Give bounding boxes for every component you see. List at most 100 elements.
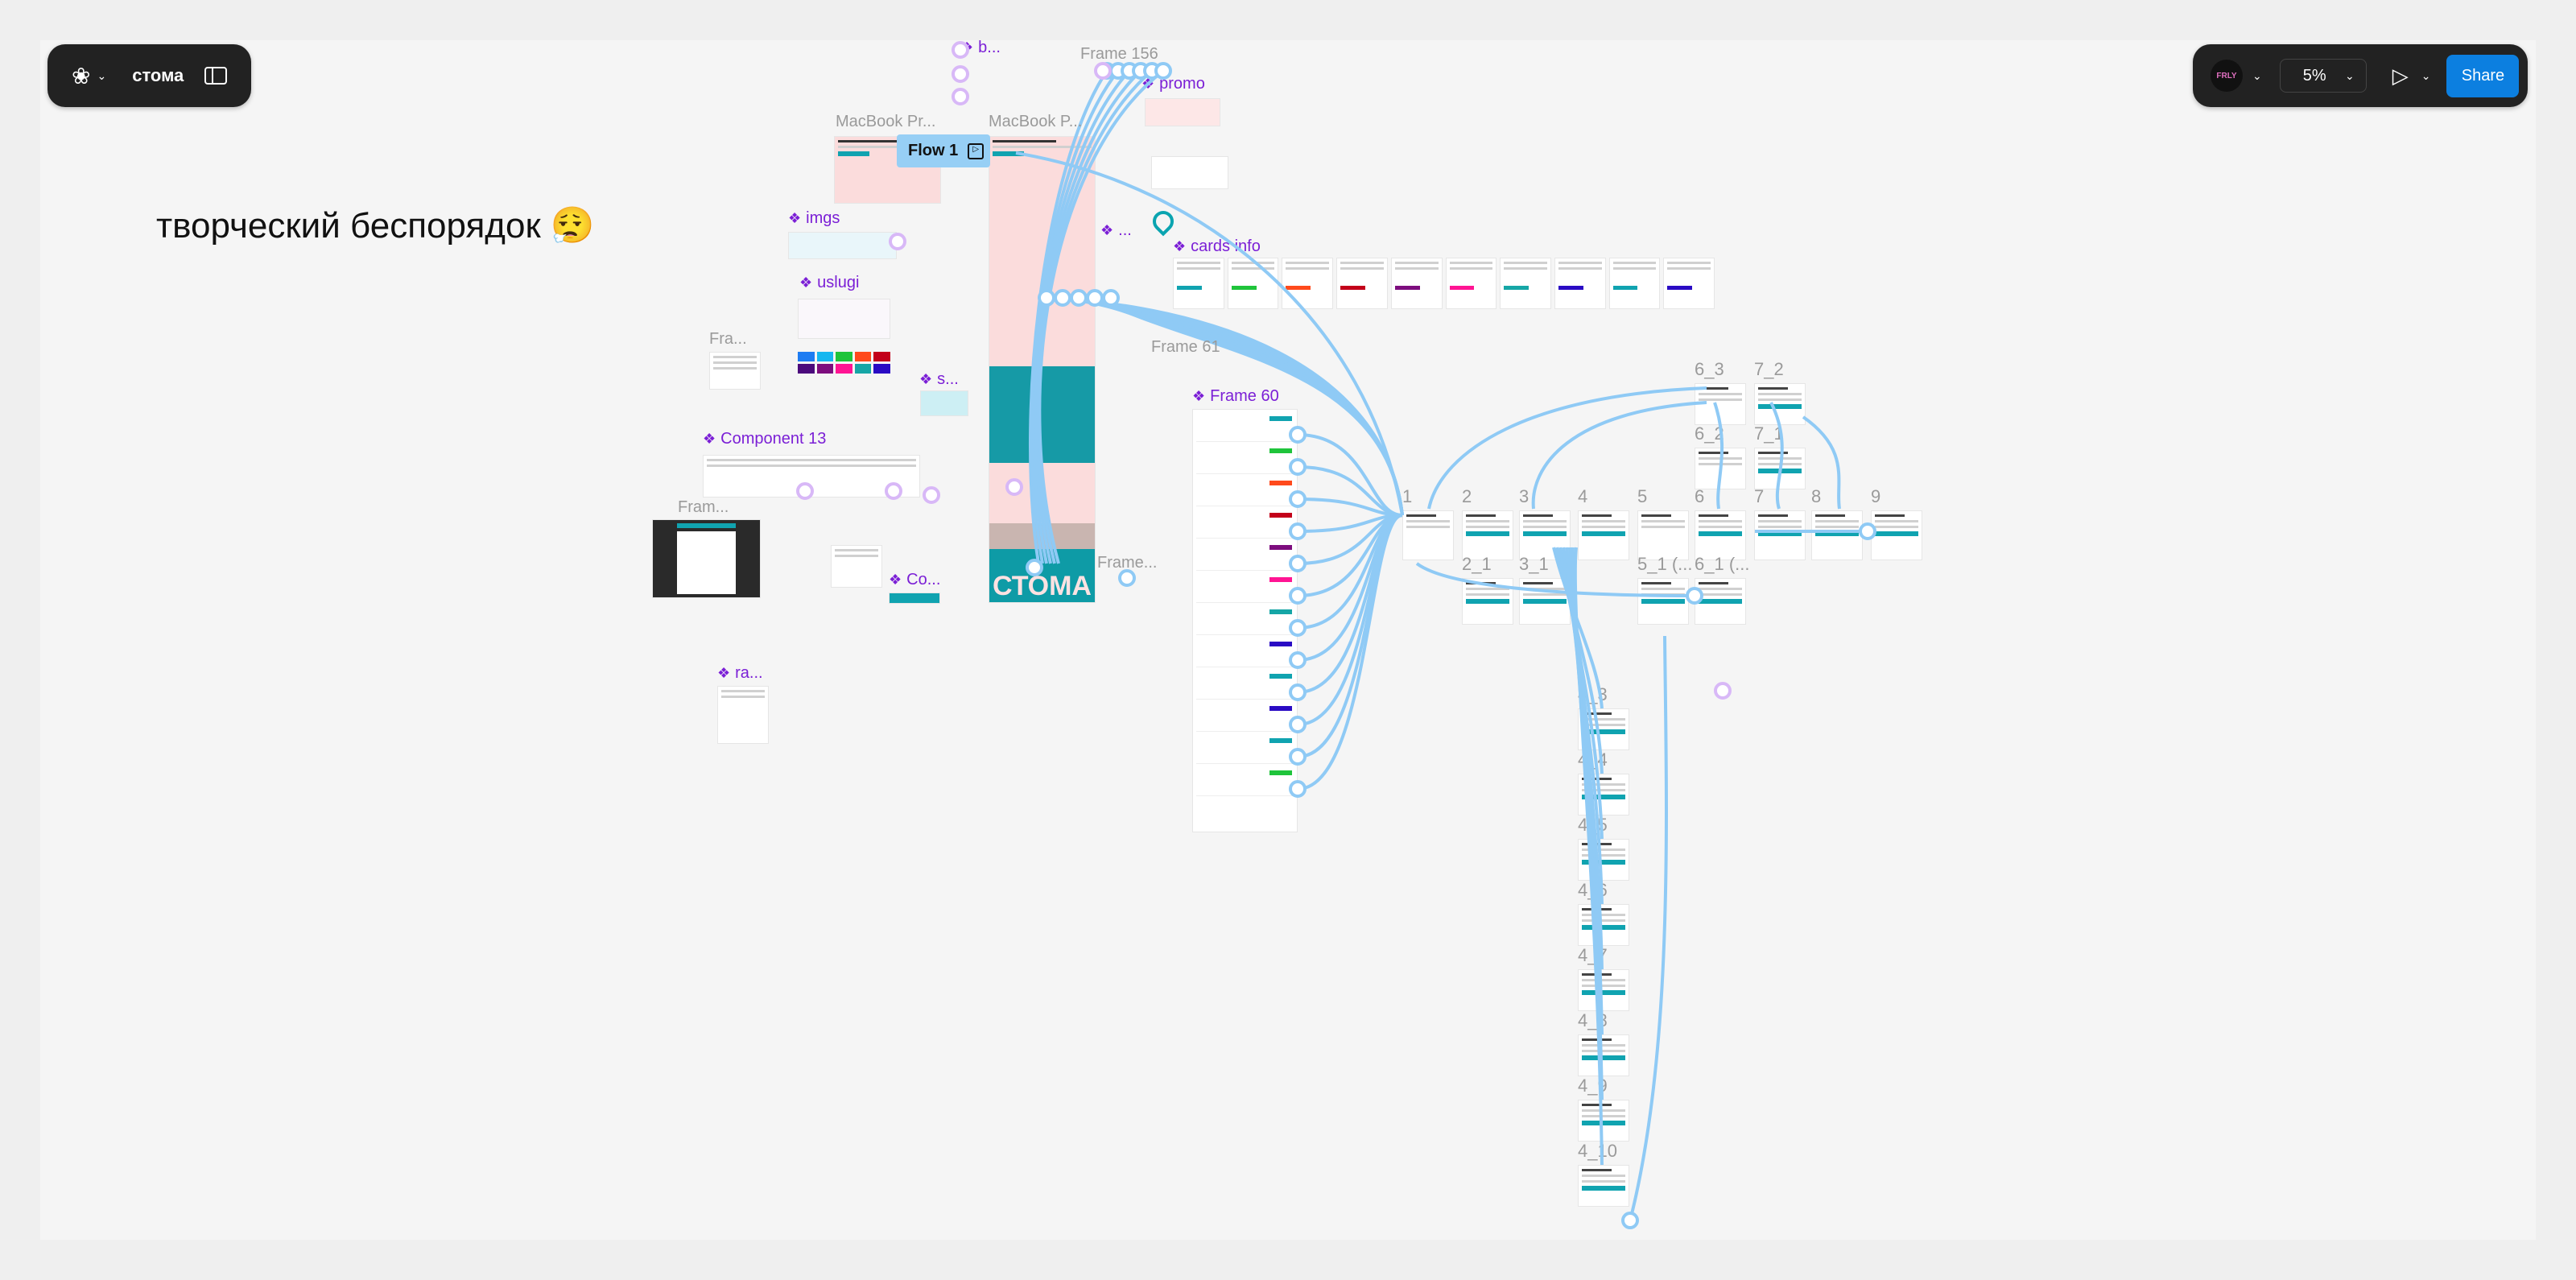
screen-frame[interactable] bbox=[1695, 383, 1746, 425]
card-frame[interactable] bbox=[831, 545, 882, 588]
component-label[interactable]: ❖uslugi bbox=[799, 274, 860, 291]
color-swatch[interactable] bbox=[816, 352, 834, 361]
frame-60-row[interactable] bbox=[1196, 539, 1294, 571]
review-card-frame[interactable] bbox=[709, 352, 761, 390]
component-label[interactable]: ❖cards info bbox=[1173, 237, 1261, 255]
component-label[interactable]: ❖b... bbox=[960, 39, 1001, 56]
screen-label[interactable]: 4_10 bbox=[1578, 1141, 1617, 1161]
frame-60-row[interactable] bbox=[1196, 571, 1294, 603]
screen-frame[interactable] bbox=[1637, 510, 1689, 560]
component-label[interactable]: ❖Co... bbox=[889, 571, 941, 588]
color-swatch[interactable] bbox=[798, 364, 815, 374]
screen-frame[interactable] bbox=[1578, 774, 1629, 815]
component-label[interactable]: ❖Component 13 bbox=[703, 430, 827, 448]
info-card[interactable] bbox=[1663, 258, 1715, 309]
frame-60-row[interactable] bbox=[1196, 410, 1294, 442]
present-chevron-icon[interactable]: ⌄ bbox=[2421, 68, 2431, 82]
color-swatch[interactable] bbox=[873, 352, 890, 361]
screen-frame[interactable] bbox=[1519, 510, 1571, 560]
color-swatch[interactable] bbox=[816, 364, 834, 374]
component-label[interactable]: ❖Frame 60 bbox=[1192, 387, 1279, 405]
screen-frame[interactable] bbox=[1695, 448, 1746, 489]
screen-frame[interactable] bbox=[1695, 510, 1746, 560]
component-label[interactable]: ❖... bbox=[1100, 221, 1132, 239]
screen-label[interactable]: 4_7 bbox=[1578, 945, 1608, 965]
frame-60-row[interactable] bbox=[1196, 732, 1294, 764]
zoom-dropdown[interactable]: 5% ⌄ bbox=[2279, 59, 2367, 93]
landing-page-frame[interactable]: СТОМА bbox=[989, 136, 1096, 603]
imgs-component[interactable] bbox=[788, 232, 897, 259]
screen-frame[interactable] bbox=[1462, 578, 1513, 625]
ra-component[interactable] bbox=[717, 686, 769, 744]
screen-frame[interactable] bbox=[1578, 904, 1629, 946]
info-card[interactable] bbox=[1445, 258, 1497, 309]
screen-label[interactable]: 7_2 bbox=[1754, 359, 1784, 379]
modal-frame[interactable] bbox=[652, 519, 761, 598]
info-cards-frame[interactable] bbox=[1151, 156, 1228, 189]
frame-label[interactable]: Fram... bbox=[678, 498, 729, 516]
frame-60[interactable] bbox=[1192, 409, 1298, 832]
screen-label[interactable]: 4_5 bbox=[1578, 815, 1608, 835]
info-card[interactable] bbox=[1173, 258, 1224, 309]
screen-frame[interactable] bbox=[1402, 510, 1454, 560]
screen-label[interactable]: 5 bbox=[1637, 486, 1648, 506]
screen-frame[interactable] bbox=[1578, 1165, 1629, 1207]
frame-label[interactable]: Fra... bbox=[709, 330, 747, 348]
frame-label[interactable]: MacBook P... bbox=[989, 113, 1083, 130]
screen-frame[interactable] bbox=[1811, 510, 1863, 560]
component-label[interactable]: ❖promo bbox=[1141, 75, 1205, 93]
screen-frame[interactable] bbox=[1578, 1034, 1629, 1076]
play-frame-icon[interactable]: ▷ bbox=[968, 142, 985, 159]
screen-frame[interactable] bbox=[1871, 510, 1922, 560]
color-swatch[interactable] bbox=[798, 352, 815, 361]
frame-label[interactable]: MacBook Pr... bbox=[836, 113, 936, 130]
frame-60-row[interactable] bbox=[1196, 635, 1294, 667]
color-swatch[interactable] bbox=[836, 364, 852, 374]
info-card[interactable] bbox=[1390, 258, 1443, 309]
screen-label[interactable]: 4_9 bbox=[1578, 1076, 1608, 1096]
screen-label[interactable]: 6_3 bbox=[1695, 359, 1724, 379]
screen-label[interactable]: 4_4 bbox=[1578, 749, 1608, 770]
screen-label[interactable]: 4_8 bbox=[1578, 1010, 1608, 1030]
color-swatch[interactable] bbox=[854, 364, 872, 374]
screen-frame[interactable] bbox=[1578, 510, 1629, 560]
screen-frame[interactable] bbox=[1462, 510, 1513, 560]
frame-label[interactable]: Frame 61 bbox=[1151, 338, 1220, 356]
frame-label[interactable]: Frame 156 bbox=[1080, 45, 1158, 63]
frame-60-row[interactable] bbox=[1196, 442, 1294, 474]
screen-frame[interactable] bbox=[1578, 1100, 1629, 1142]
component-label[interactable]: ❖imgs bbox=[788, 209, 840, 227]
frame-60-row[interactable] bbox=[1196, 667, 1294, 700]
file-name[interactable]: стома bbox=[132, 65, 184, 85]
info-card[interactable] bbox=[1227, 258, 1279, 309]
screen-frame[interactable] bbox=[1754, 448, 1806, 489]
frame-60-row[interactable] bbox=[1196, 700, 1294, 732]
info-card[interactable] bbox=[1282, 258, 1334, 309]
screen-label[interactable]: 6_2 bbox=[1695, 423, 1724, 444]
screen-label[interactable]: 7 bbox=[1754, 486, 1765, 506]
figma-icon[interactable]: ❀ bbox=[72, 63, 91, 89]
frame-60-row[interactable] bbox=[1196, 506, 1294, 539]
s-component[interactable] bbox=[920, 390, 968, 416]
screen-frame[interactable] bbox=[1754, 383, 1806, 425]
cards-info-component[interactable] bbox=[1173, 258, 1715, 309]
screen-frame[interactable] bbox=[1754, 510, 1806, 560]
component-13[interactable] bbox=[703, 455, 920, 498]
screen-frame[interactable] bbox=[1578, 708, 1629, 750]
info-card[interactable] bbox=[1554, 258, 1606, 309]
screen-label[interactable]: 6_1 (... bbox=[1695, 554, 1750, 574]
screen-frame[interactable] bbox=[1695, 578, 1746, 625]
screen-label[interactable]: 3_1 bbox=[1519, 554, 1549, 574]
frame-label[interactable]: Frame... bbox=[1097, 554, 1158, 572]
co-component[interactable] bbox=[889, 593, 940, 604]
screen-label[interactable]: 1 bbox=[1402, 486, 1413, 506]
screen-frame[interactable] bbox=[1637, 578, 1689, 625]
info-card[interactable] bbox=[1336, 258, 1388, 309]
frame-60-row[interactable] bbox=[1196, 474, 1294, 506]
avatar[interactable]: FRLY bbox=[2211, 60, 2243, 92]
color-swatch[interactable] bbox=[854, 352, 872, 361]
screen-label[interactable]: 3 bbox=[1519, 486, 1530, 506]
play-icon[interactable]: ▷ bbox=[2392, 63, 2409, 88]
color-swatch[interactable] bbox=[873, 364, 890, 374]
avatar-chevron-icon[interactable]: ⌄ bbox=[2252, 68, 2262, 82]
